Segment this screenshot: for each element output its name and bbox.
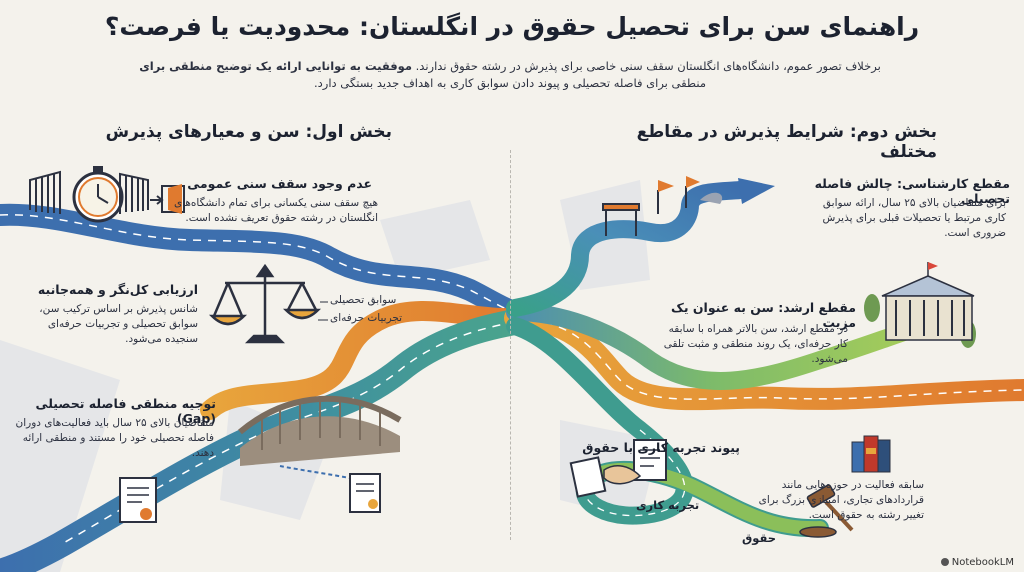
scale-label-education: سوابق تحصیلی — [330, 294, 397, 306]
intro-line-2: منطقی برای فاصله تحصیلی و پیوند دادن سوا… — [314, 76, 706, 90]
section1-title: بخش اول: سن و معیارهای پذیرش — [105, 122, 392, 142]
brand-name: NotebookLM — [951, 557, 1014, 568]
s2-item3-title: پیوند تجربه کاری با حقوق — [582, 440, 740, 455]
road-left-orange — [200, 301, 525, 420]
s2-item3-text: سابقه فعالیت در حوزه‌هایی مانند قرارداده… — [758, 479, 924, 521]
hurdles-icon — [602, 176, 723, 236]
intro-line-1a: برخلاف تصور عموم، دانشگاه‌های انگلستان س… — [415, 59, 881, 73]
certificate-document-icon — [119, 477, 157, 523]
s2-item1-text: برای متقاضیان بالای ۲۵ سال، ارائه سوابق … — [822, 197, 1006, 239]
university-building-icon — [864, 262, 976, 348]
gavel-icon — [799, 484, 854, 538]
s1-item1-text: هیچ سقف سنی یکسانی برای تمام دانشگاه‌های… — [173, 197, 378, 224]
arrow-head — [738, 178, 775, 204]
road-right-up — [506, 181, 749, 317]
brand-footer: NotebookLM — [940, 557, 1014, 568]
page-title: راهنمای سن برای تحصیل حقوق در انگلستان: … — [104, 12, 920, 41]
s1-item2-text: شانس پذیرش بر اساس ترکیب سن، سوابق تحصیل… — [39, 303, 198, 345]
s2-item1-title: مقطع کارشناسی: چالش فاصله تحصیلی — [814, 176, 1010, 206]
document-icon — [349, 473, 381, 513]
law-books-icon — [851, 435, 891, 473]
road-right-green — [506, 303, 919, 390]
scale-label-professional: تجربیات حرفه‌ای — [330, 312, 403, 324]
open-gate-icon — [29, 170, 149, 214]
balance-scale-icon — [208, 263, 322, 344]
s1-item2-title: ارزیابی کل‌نگر و همه‌جانبه — [37, 282, 198, 297]
s2-item2-title: مقطع ارشد: سن به عنوان یک مزیت — [671, 300, 856, 330]
intro-line-1b: موفقیت به توانایی ارائه یک توضیح منطقی ب… — [139, 59, 412, 73]
s2-item2-text: در مقطع ارشد، سن بالاتر همراه با سابقه ک… — [663, 323, 848, 365]
handshake-contract-icon — [569, 439, 667, 498]
road-label-law: حقوق — [742, 531, 777, 545]
stopwatch-icon — [72, 166, 124, 223]
intro-paragraph: برخلاف تصور عموم، دانشگاه‌های انگلستان س… — [110, 58, 910, 92]
s1-item3-text: متقاضیان بالای ۲۵ سال باید فعالیت‌های دو… — [15, 417, 215, 459]
section-divider — [510, 150, 511, 540]
s1-item3-title: توجیه منطقی فاصله تحصیلی (Gap) — [35, 396, 216, 426]
brand-logo-icon — [940, 558, 949, 566]
road-label-work-experience: تجربه کاری — [636, 498, 700, 512]
s1-item1-title: عدم وجود سقف سنی عمومی — [187, 176, 372, 191]
door-exit-icon — [150, 184, 185, 214]
section2-title: بخش دوم: شرایط پذیرش در مقاطع مختلف — [636, 122, 937, 162]
